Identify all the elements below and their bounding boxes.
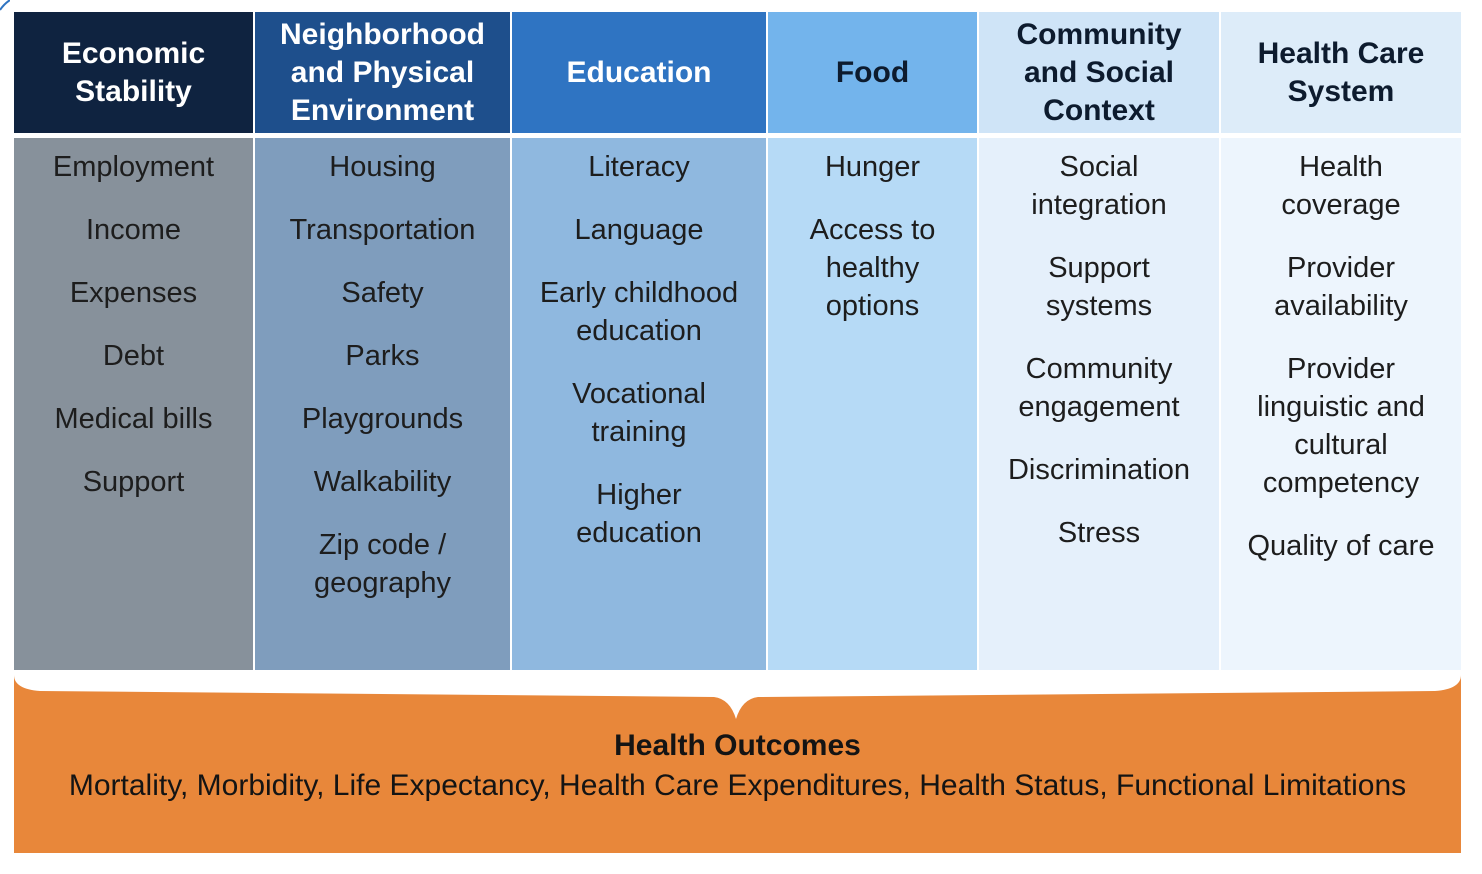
outcomes-text: Health Outcomes Mortality, Morbidity, Li…	[14, 727, 1461, 806]
column-health-care-system: Health Care System Health coverage Provi…	[1219, 12, 1461, 670]
column-items: Employment Income Expenses Debt Medical …	[14, 138, 253, 670]
list-item: Quality of care	[1247, 530, 1435, 562]
list-item: Employment	[52, 151, 215, 183]
list-item: Income	[85, 214, 182, 246]
list-item: Provider linguistic and cultural compete…	[1257, 353, 1425, 499]
list-item: Hunger	[824, 151, 921, 183]
column-header: Economic Stability	[14, 12, 253, 138]
list-item: Safety	[341, 277, 424, 309]
list-item: Support systems	[1045, 252, 1153, 322]
determinant-columns: Economic Stability Employment Income Exp…	[14, 12, 1461, 670]
outcomes-list: Mortality, Morbidity, Life Expectancy, H…	[68, 769, 1407, 802]
outcomes-title: Health Outcomes	[614, 729, 861, 762]
column-community-social: Community and Social Context Social inte…	[977, 12, 1219, 670]
list-item: Support	[82, 466, 185, 498]
column-header: Food	[768, 12, 977, 138]
list-item: Debt	[102, 340, 165, 372]
column-header: Health Care System	[1221, 12, 1461, 138]
list-item: Playgrounds	[301, 403, 464, 435]
list-item: Housing	[329, 151, 436, 183]
list-item: Early childhood education	[539, 277, 739, 347]
column-items: Housing Transportation Safety Parks Play…	[255, 138, 510, 670]
list-item: Expenses	[69, 277, 198, 309]
list-item: Stress	[1057, 517, 1141, 549]
column-items: Hunger Access to healthy options	[768, 138, 977, 670]
column-education: Education Literacy Language Early childh…	[510, 12, 766, 670]
list-item: Vocational training	[572, 378, 706, 448]
outcomes-brace-shape	[14, 675, 1461, 853]
list-item: Provider availability	[1274, 252, 1408, 322]
list-item: Language	[574, 214, 704, 246]
column-items: Literacy Language Early childhood educat…	[512, 138, 766, 670]
list-item: Zip code / geography	[313, 529, 452, 599]
list-item: Health coverage	[1281, 151, 1401, 221]
list-item: Discrimination	[1007, 454, 1191, 486]
corner-mark	[0, 0, 10, 11]
list-item: Access to healthy options	[809, 214, 936, 322]
column-economic-stability: Economic Stability Employment Income Exp…	[14, 12, 253, 670]
health-outcomes-panel: Health Outcomes Mortality, Morbidity, Li…	[14, 675, 1461, 853]
column-items: Health coverage Provider availability Pr…	[1221, 138, 1461, 670]
column-header: Community and Social Context	[979, 12, 1219, 138]
list-item: Walkability	[313, 466, 452, 498]
column-neighborhood: Neighborhood and Physical Environment Ho…	[253, 12, 510, 670]
list-item: Higher education	[576, 479, 702, 549]
column-header: Education	[512, 12, 766, 138]
list-item: Social integration	[1031, 151, 1167, 221]
list-item: Community engagement	[1018, 353, 1180, 423]
list-item: Literacy	[588, 151, 690, 183]
column-items: Social integration Support systems Commu…	[979, 138, 1219, 670]
list-item: Medical bills	[54, 403, 213, 435]
list-item: Transportation	[289, 214, 476, 246]
column-header: Neighborhood and Physical Environment	[255, 12, 510, 138]
column-food: Food Hunger Access to healthy options	[766, 12, 977, 670]
list-item: Parks	[345, 340, 420, 372]
